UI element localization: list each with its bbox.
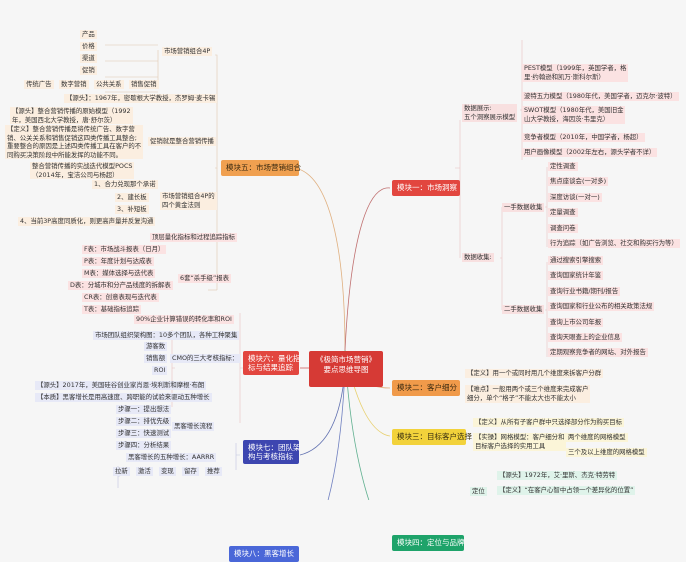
m1-model-persona: 用户画像模型（2002年左右，源头学者不详） [522,148,658,157]
module-7-line2: 构与考核指标 [248,452,293,461]
m4-pos-item: 【源头】1972年，艾·里斯、杰克·特劳特 [497,471,618,480]
m5-4p-label: 市场营销组合4P [162,47,213,56]
m4-pos-label: 定位 [470,487,487,496]
m5-rule: 1、合力兑现那个承诺 [92,180,158,189]
m6-report: T表：基础指标追踪 [82,305,142,314]
m8-flow-label: 黑客增长流程 [172,422,215,431]
m3-grid-2d: 两个维度的网格模型 [566,433,628,442]
m5-4p-item: 产品 [80,30,97,39]
center-title: 《极简市场营销》 [316,355,376,364]
m5-rules-label: 市场营销组合4P的四个黄金法则 [160,192,217,210]
m1-second-item: 查询上市公司年报 [548,318,604,327]
m3-practice: 【实操】网格模型：客户细分和目标客户选择的实用工具 [473,433,567,451]
m5-4p-item: 渠道 [80,54,97,63]
m5-pocs: 整合营销传播的实战迭代模型POCS（2014年，宝洁公司与杨超） [30,162,135,179]
module-7-line1: 模块七：团队架 [248,443,301,452]
center-node[interactable]: 《极简市场营销》 要点思维导图 [309,351,383,387]
m2-definition: 【定义】用一个或同时用几个维度来拆客户分群 [465,369,604,378]
m6-top-metrics: 顶层量化指标和过程追踪指标 [150,233,238,242]
m5-imc-label: 促销就是整合营销传播 [148,137,216,146]
center-subtitle: 要点思维导图 [323,365,369,374]
m7-kpi-label: CMO的三大考核指标： [170,354,241,363]
m1-first-item: 定性调查 [548,162,578,171]
m8-aarrr-item: 推荐 [205,467,222,476]
m7-kpi: 游客数 [144,342,168,351]
m8-aarrr-item: 激活 [136,467,153,476]
m1-second-item: 查询行业书籍/期刊/报告 [548,287,621,296]
m8-aarrr-item: 留存 [182,467,199,476]
m6-report: P表：年度计划与达成表 [82,257,154,266]
m8-source: 【源头】2017年，美国硅谷创业家肖恩·埃利斯和摩根·布朗 [35,381,207,390]
m1-second-label: 二手数据收集 [502,305,545,314]
m6-bottom-metrics: 90%企业计算错误的转化率和ROI [134,315,234,324]
m7-team-structure: 市场团队组织架构图：10多个团队，各种工种聚集 [93,331,240,340]
m6-reports-label: 6套“杀手级”报表 [178,274,232,283]
m5-imc-definition: 【定义】整合营销传播是将传统广告、数字营销、公关关系和销售促销这四类传播工具整合… [5,125,144,159]
m6-report: F表：市场战斗报表（日月） [82,245,167,254]
m1-first-item: 调查问卷 [548,224,578,233]
m8-step: 步骤一：提出想法 [116,405,172,414]
m6-report: M表：媒体选择与迭代表 [82,269,156,278]
module-6-line2: 标与结果追踪 [248,363,293,372]
m8-step: 步骤四：分析结果 [116,441,172,450]
m7-kpi: ROI [152,366,168,375]
m1-model-pest: PEST模型（1999年，英国学者，格里·约翰逊和凯万·斯科尔斯） [522,64,629,82]
m5-source: 【源头】：1967年，密歇根大学教授，杰罗姆·麦卡锡 [64,94,218,103]
m1-first-item: 定量调查 [548,208,578,217]
m5-rule: 2、建长板 [115,193,149,202]
m5-rule: 4、当前3P高度同质化，则更高声量并反复沟通 [18,217,156,226]
m8-aarrr-label: 黑客增长的五种增长：AARRR [126,453,217,462]
m2-difficulty: 【难点】一般用两个或三个维度来完成客户细分，单个“格子”不能太大也不能太小 [465,385,591,403]
m5-4p-item: 促销 [80,66,97,75]
m8-step: 步骤三：快速测试 [116,429,172,438]
m5-4p-item: 价格 [80,42,97,51]
m1-display-label: 数据展示:五个洞察展示模型 [462,104,518,122]
m8-essence: 【本质】黑客增长是用高速度、跨职能的试验来驱动五种增长 [35,393,212,402]
m5-promo-type: 传统广告 [24,80,54,89]
m6-report: D表：分城市和分产品线度的拆解表 [68,281,173,290]
module-6-line1: 模块六：量化指 [248,354,301,363]
m1-first-item: 焦点座谈会(一对多) [548,177,609,186]
m1-second-item: 查询国家统计年鉴 [548,271,604,280]
m5-promo-type: 销售促销 [129,80,159,89]
m1-first-item: 深度访谈(一对一) [548,193,602,202]
module-5-node[interactable]: 模块五：市场营销组合 [221,160,301,176]
m1-first-label: 一手数据收集 [502,203,545,212]
m3-grid-3d: 三个及以上维度的网格模型 [566,448,647,457]
module-6-node[interactable]: 模块六：量化指 标与结果追踪 [243,351,301,375]
m3-definition: 【定义】从所有子客户群中只选择部分作为购买目标 [473,418,624,427]
m7-kpi: 销售额 [144,354,168,363]
m5-promo-type: 数字营销 [59,80,89,89]
module-8-node[interactable]: 模块八：黑客增长 [229,546,299,562]
m5-promo-type: 公共关系 [94,80,124,89]
m1-second-item: 定期观察竞争者的网站、对外报告 [548,348,648,357]
m4-pos-item: 【定义】“在客户心智中占领一个差异化的位置” [497,486,636,495]
m1-collect-label: 数据收集: [462,253,494,262]
m1-second-item: 查询天眼查上的企业信息 [548,333,623,342]
module-1-node[interactable]: 模块一：市场洞察 [392,180,460,196]
m5-rule: 3、补短板 [115,205,149,214]
m8-aarrr-item: 变现 [159,467,176,476]
m1-second-item: 查询国家和行业公布的相关政策法规 [548,302,655,311]
module-7-node[interactable]: 模块七：团队架 构与考核指标 [243,440,301,464]
m1-model-competitor: 竞争者模型（2010年，中国学者，杨超） [522,133,645,142]
m1-first-item: 行为追踪（如广告浏览、社交和购买行为等） [548,239,680,248]
m1-second-item: 通过搜索引擎搜索 [548,256,604,265]
m1-model-porter: 波特五力模型（1980年代，美国学者，迈克尔·波特） [522,92,679,101]
module-3-node[interactable]: 模块三：目标客户选择 [392,429,472,445]
m8-step: 步骤二：排优先级 [116,417,172,426]
m6-report: CR表：创意表现与迭代表 [82,293,159,302]
module-2-node[interactable]: 模块二：客户细分 [392,380,460,396]
module-4-node[interactable]: 模块四：定位与品牌 [392,535,465,551]
m1-model-swot: SWOT模型（1980年代，美国旧金山大学教授，海因茨·韦里克） [522,106,626,124]
m8-aarrr-item: 拉新 [113,467,130,476]
